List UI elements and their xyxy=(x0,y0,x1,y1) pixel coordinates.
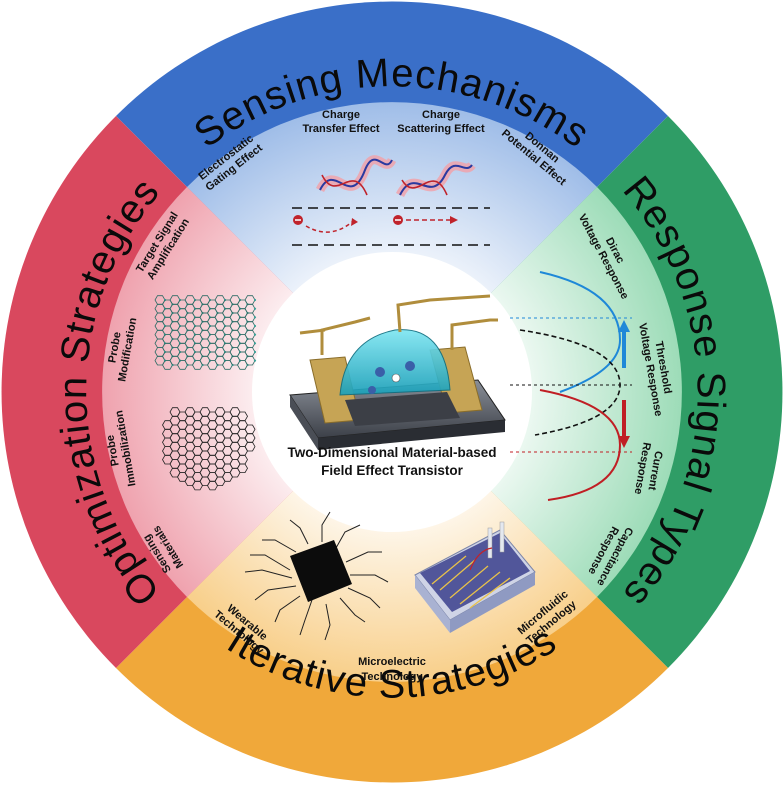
response-curve-icon xyxy=(510,271,632,501)
inner-left xyxy=(102,187,393,597)
lattice-atom xyxy=(253,350,257,354)
lattice-cell xyxy=(244,441,256,452)
label-microelectric-1: Microelectric xyxy=(358,656,426,668)
electron-icon xyxy=(293,215,458,233)
microchip-icon xyxy=(244,511,389,641)
fet-device-icon xyxy=(289,294,506,450)
microfluidic-chip-icon xyxy=(414,521,536,633)
honeycomb-lattice-icon xyxy=(154,295,257,370)
charge-wave-icon xyxy=(292,155,490,246)
inner-bottom xyxy=(187,392,597,682)
inner-top xyxy=(187,102,597,392)
lattice-atom xyxy=(253,359,257,362)
lattice-atom xyxy=(253,298,257,302)
label-charge-transfer-2: Transfer Effect xyxy=(302,123,379,135)
center-title-line2: Field Effect Transistor xyxy=(321,463,464,478)
inner-right xyxy=(392,187,682,597)
label-microelectric-2: Technology xyxy=(362,671,424,683)
label-charge-scattering-1: Charge xyxy=(422,109,460,121)
lattice-cell xyxy=(229,467,241,478)
center-title-line1: Two-Dimensional Material-based xyxy=(287,445,496,460)
lattice-atom xyxy=(253,324,257,328)
label-probe-immobilization-1: Probe xyxy=(104,434,121,467)
label-charge-transfer-1: Charge xyxy=(322,109,360,121)
label-probe-modification-1: Probe xyxy=(106,331,123,364)
label-charge-scattering-2: Scattering Effect xyxy=(397,123,485,135)
lattice-atom xyxy=(253,342,257,345)
lattice-atom xyxy=(253,307,257,310)
lattice-cell xyxy=(244,355,256,366)
honeycomb-lattice-icon xyxy=(162,407,256,491)
lattice-cell xyxy=(214,476,226,486)
lattice-atom xyxy=(253,333,257,336)
lattice-atom xyxy=(253,316,257,319)
